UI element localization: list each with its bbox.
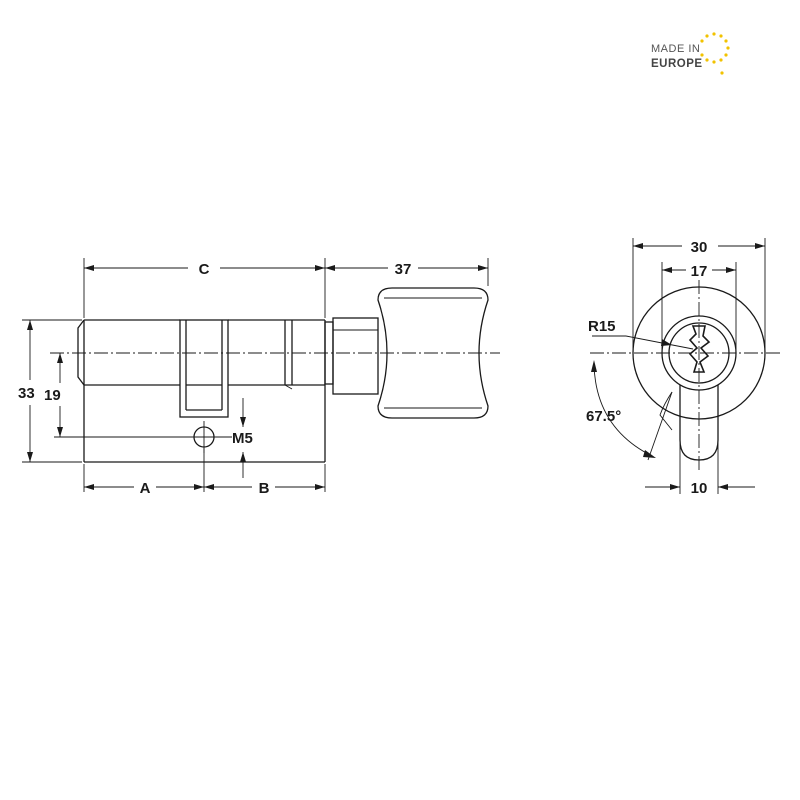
eu-stars-icon <box>700 32 730 75</box>
end-view: 30 17 R15 67.5° <box>586 238 780 497</box>
label-30: 30 <box>691 239 708 256</box>
dimension-c: C <box>83 258 326 318</box>
plug <box>668 322 730 384</box>
dimension-30: 30 <box>632 238 766 350</box>
label-angle: 67.5° <box>586 408 621 425</box>
label-37: 37 <box>395 261 412 278</box>
rosette-outer <box>632 286 766 420</box>
label-m5: M5 <box>232 430 253 447</box>
side-view: C 37 33 19 <box>18 258 500 497</box>
label-10: 10 <box>691 480 708 497</box>
label-c: C <box>199 261 210 278</box>
label-r15: R15 <box>588 318 616 335</box>
label-b: B <box>259 480 270 497</box>
cam-profile <box>679 385 719 461</box>
plug-ring <box>661 315 737 391</box>
thumb-turn-knob <box>377 287 489 419</box>
dimension-angle: 67.5° <box>586 360 673 461</box>
made-in-europe-badge: MADE IN EUROPE <box>651 32 730 75</box>
dimension-17: 17 <box>661 262 737 350</box>
dimension-r15: R15 <box>588 318 694 350</box>
label-17: 17 <box>691 263 708 280</box>
cylinder-body <box>77 317 379 463</box>
label-19: 19 <box>44 387 61 404</box>
dimension-37: 37 <box>325 258 489 286</box>
dimension-33: 33 <box>18 319 82 463</box>
dimension-a-b: A B <box>83 448 326 497</box>
badge-line2: EUROPE <box>651 58 703 70</box>
keyway <box>688 325 711 373</box>
dimension-19: 19 <box>44 353 192 438</box>
dimension-10: 10 <box>645 440 755 497</box>
label-33: 33 <box>18 385 35 402</box>
badge-line1: MADE IN <box>651 43 700 55</box>
dimension-m5: M5 <box>214 398 253 478</box>
label-a: A <box>140 480 151 497</box>
